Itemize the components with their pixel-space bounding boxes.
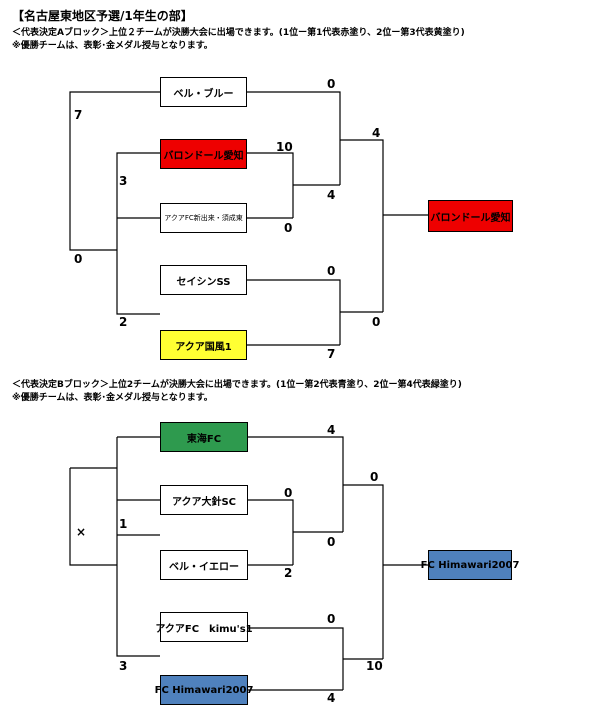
team-box-a4: セイシンSS xyxy=(160,265,247,295)
score-b-r1-bottom: 2 xyxy=(284,566,293,580)
block-a-medal-note: ※優勝チームは、表彰･金メダル授与となります。 xyxy=(12,41,213,51)
bracket-a-inner-left xyxy=(116,152,160,219)
bracket-b-match-2-3 xyxy=(248,499,343,566)
score-a-r1-top: 10 xyxy=(276,140,293,154)
bracket-a-final xyxy=(340,139,428,312)
score-a-r1-bottom: 0 xyxy=(284,221,293,235)
score-b-final-bottom: 10 xyxy=(366,659,383,673)
bracket-a-outer-left xyxy=(69,91,160,251)
bracket-a-sf-top xyxy=(247,91,341,185)
score-b-sf-top: 4 xyxy=(327,423,336,437)
score-b-final-top: 0 xyxy=(370,470,379,484)
score-a-left-mid: 0 xyxy=(74,252,83,266)
score-b-sf2-bottom: 4 xyxy=(327,691,336,705)
team-box-a5: アクア国風1 xyxy=(160,330,247,360)
bracket-a-sf-bottom xyxy=(247,279,383,346)
team-box-b5: FC Himawari2007 xyxy=(155,675,253,705)
winner-box-a: バロンドール愛知 xyxy=(428,200,513,232)
score-a-left-top: 7 xyxy=(74,108,83,122)
block-b-note: ＜代表決定Bブロック＞上位2チームが決勝大会に出場できます。(1位ー第2代表青塗… xyxy=(12,380,462,390)
score-b-sf-bottom: 0 xyxy=(327,535,336,549)
bracket-a-left-down xyxy=(116,216,160,315)
page-title: 【名古屋東地区予選/1年生の部】 xyxy=(12,9,193,23)
score-a-sf2-top: 0 xyxy=(327,264,336,278)
score-a-sf2-bottom: 7 xyxy=(327,347,336,361)
block-b-medal-note: ※優勝チームは、表彰･金メダル授与となります。 xyxy=(12,393,213,403)
score-b-left-in: 1 xyxy=(119,517,128,531)
score-a-final-top: 4 xyxy=(372,126,381,140)
team-box-a1: ベル・ブルー xyxy=(160,77,247,107)
score-a-sf-top: 0 xyxy=(327,77,336,91)
team-box-b2: アクア大針SC xyxy=(160,485,248,515)
team-box-b1: 東海FC xyxy=(160,422,248,452)
score-a-left-bottom: 2 xyxy=(119,315,128,329)
team-box-b3: ベル・イエロー xyxy=(160,550,248,580)
score-b-left-mid: × xyxy=(76,525,87,539)
team-box-b4: アクアFC kimu's1 xyxy=(155,612,253,642)
score-a-final-bottom: 0 xyxy=(372,315,381,329)
bracket-a-match-2-3 xyxy=(247,152,340,219)
bracket-b-sf-bottom xyxy=(248,627,383,691)
score-b-left-bottom: 3 xyxy=(119,659,128,673)
winner-box-b: FC Himawari2007 xyxy=(421,550,519,580)
team-box-a2: バロンドール愛知 xyxy=(160,139,247,169)
bracket-b-final xyxy=(343,484,428,659)
bracket-b-sf-top xyxy=(248,436,344,532)
score-b-r1-top: 0 xyxy=(284,486,293,500)
bracket-b-left xyxy=(69,436,160,566)
team-box-a3: アクアFC新出来・須成東 xyxy=(160,203,247,233)
score-a-sf-bottom: 4 xyxy=(327,188,336,202)
score-a-left-in: 3 xyxy=(119,174,128,188)
score-b-sf2-top: 0 xyxy=(327,612,336,626)
block-a-note: ＜代表決定Aブロック＞上位２チームが決勝大会に出場できます。(1位ー第1代表赤塗… xyxy=(12,28,465,38)
bracket-b-left-down xyxy=(116,535,160,657)
